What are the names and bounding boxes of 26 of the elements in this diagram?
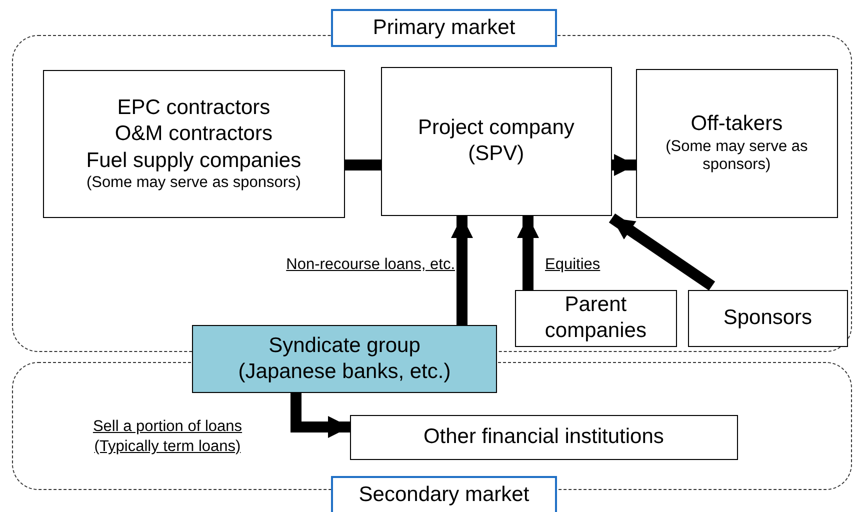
arrow xyxy=(612,154,636,176)
node-text: Syndicate group (Japanese banks, etc.) xyxy=(237,332,452,385)
entity-box xyxy=(514,290,677,347)
node-text: Sponsors xyxy=(722,305,814,332)
node-text: (Some may serve as sponsors) xyxy=(85,174,302,192)
arrow xyxy=(608,213,716,291)
node-text: Parent companies xyxy=(544,292,648,344)
node-text: (Some may serve as sponsors) xyxy=(664,138,809,175)
node-text: Off-takers xyxy=(690,111,784,138)
edge-label: Equities xyxy=(545,255,600,276)
node-text: Other financial institutions xyxy=(422,424,665,450)
entity-box xyxy=(688,290,848,347)
entity-box xyxy=(42,70,345,218)
entity-box xyxy=(380,66,612,216)
arrow xyxy=(290,393,350,438)
arrow xyxy=(451,216,473,325)
node-text: O&M contractors xyxy=(114,121,274,148)
section-heading: Primary market xyxy=(331,9,557,47)
entity-box xyxy=(636,68,838,218)
section-heading: Secondary market xyxy=(331,476,557,512)
entity-box xyxy=(192,325,497,393)
entity-box xyxy=(350,414,738,460)
arrow xyxy=(517,216,539,290)
node-text: EPC contractors xyxy=(116,95,272,122)
node-text: Project company (SPV) xyxy=(416,114,576,168)
node-text: Fuel supply companies xyxy=(85,148,302,174)
